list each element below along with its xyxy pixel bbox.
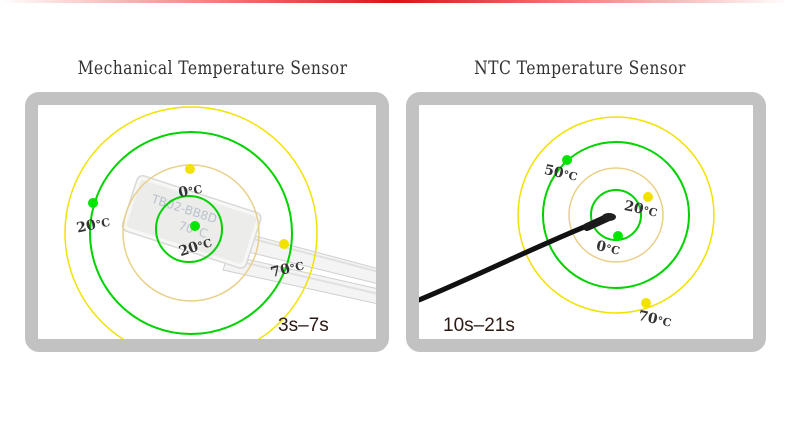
top-accent-bar [0, 0, 790, 3]
marker-label-0: 50°C [543, 162, 580, 185]
marker-label-1: 20°C [623, 198, 660, 221]
ntc-sensor-illustration: 50°C 20°C 0°C 70°C [419, 116, 715, 331]
ntc-response-time: 10s–21s [443, 315, 515, 336]
marker-dot-0 [562, 155, 572, 165]
ntc-sensor-frame: 50°C 20°C 0°C 70°C 10s–21s [406, 92, 766, 352]
mechanical-response-time: 3s–7s [278, 315, 329, 336]
marker-dot-1 [88, 198, 98, 208]
ring-tan [568, 167, 664, 263]
mechanical-sensor-title: Mechanical Temperature Sensor [77, 57, 348, 79]
marker-label-2: 20°C [177, 234, 214, 260]
marker-dot-2 [613, 231, 623, 241]
ring-green [542, 141, 690, 289]
marker-label-2: 0°C [595, 238, 622, 259]
mechanical-sensor-frame: TB02-BB8D 70°C 0°C 20°C 20°C 70°C 3s–7s [25, 92, 389, 352]
marker-label-1: 20°C [75, 214, 112, 237]
marker-dot-0 [185, 164, 195, 174]
marker-dot-3 [279, 239, 289, 249]
mechanical-sensor-body: TB02-BB8D 70°C [121, 175, 262, 269]
marker-label-3: 70°C [269, 257, 306, 281]
marker-dot-2 [190, 221, 200, 231]
sensor-wires [222, 229, 376, 304]
ntc-cable [419, 220, 597, 303]
mechanical-sensor-illustration: TB02-BB8D 70°C 0°C 20°C 20°C 70°C [64, 106, 376, 339]
ring-green [89, 131, 293, 335]
marker-label-3: 70°C [637, 308, 674, 331]
marker-label-0: 0°C [177, 181, 204, 202]
ntc-sensor-title: NTC Temperature Sensor [474, 57, 686, 79]
marker-dot-1 [643, 192, 653, 202]
marker-dot-3 [641, 298, 651, 308]
ring-outer-yellow [64, 106, 318, 339]
ring-inner-green [155, 195, 223, 263]
ring-outer-yellow [517, 116, 715, 314]
